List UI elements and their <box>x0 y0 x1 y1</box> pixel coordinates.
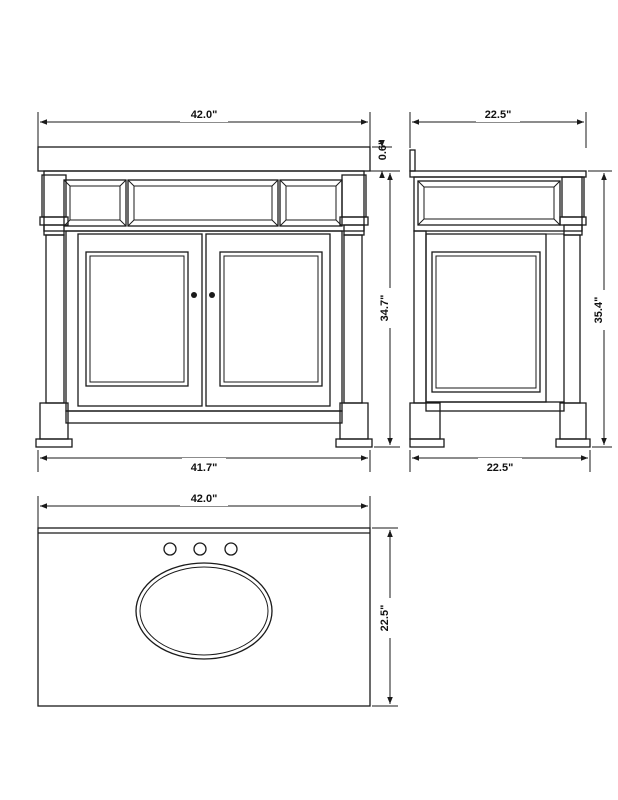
top-view: 42.0" 22.5" <box>37 490 398 707</box>
front-top-thickness-dimension: 0.6" <box>372 140 392 178</box>
side-right-column <box>555 176 591 448</box>
side-view: 22.5" <box>409 106 612 474</box>
front-right-door <box>205 233 331 407</box>
top-view-depth-dimension: 22.5" <box>372 527 398 707</box>
top-view-depth-label: 22.5" <box>379 605 391 632</box>
top-view-width-label: 42.0" <box>191 493 218 505</box>
front-top-width-dimension: 42.0" <box>37 106 371 148</box>
front-left-door <box>77 233 203 407</box>
side-top-depth-label: 22.5" <box>485 109 512 121</box>
side-countertop <box>409 170 587 178</box>
side-bottom-rail <box>425 401 565 412</box>
front-cabinet-frame <box>65 230 343 412</box>
sink-basin-icon <box>135 562 273 660</box>
front-base-width-label: 41.7" <box>191 462 218 474</box>
top-view-width-dimension: 42.0" <box>37 490 371 528</box>
side-top-depth-dimension: 22.5" <box>409 106 587 148</box>
front-height-dimension: 34.7" <box>370 170 400 448</box>
side-total-height-dimension: 35.4" <box>588 170 612 448</box>
front-drawer-panels <box>63 179 343 227</box>
side-left-column <box>409 230 445 448</box>
front-top-width-label: 42.0" <box>191 109 218 121</box>
top-view-countertop <box>37 527 371 707</box>
side-apron <box>413 176 583 232</box>
front-left-column <box>35 174 73 448</box>
faucet-hole-icon <box>163 542 238 556</box>
side-base-depth-dimension: 22.5" <box>409 450 591 474</box>
front-top-thickness-label: 0.6" <box>377 140 389 161</box>
side-drawer-panel <box>417 180 561 226</box>
front-right-column <box>335 174 373 448</box>
side-total-height-label: 35.4" <box>593 297 605 324</box>
front-bottom-rail <box>65 410 343 424</box>
side-base-depth-label: 22.5" <box>487 462 514 474</box>
front-view: 42.0" 0.6" <box>35 106 400 474</box>
front-height-label: 34.7" <box>379 295 391 322</box>
side-backsplash <box>409 149 416 172</box>
front-base-width-dimension: 41.7" <box>37 450 371 474</box>
side-door-panel <box>425 233 564 403</box>
door-knob-icon <box>191 292 215 298</box>
front-countertop <box>37 146 371 172</box>
